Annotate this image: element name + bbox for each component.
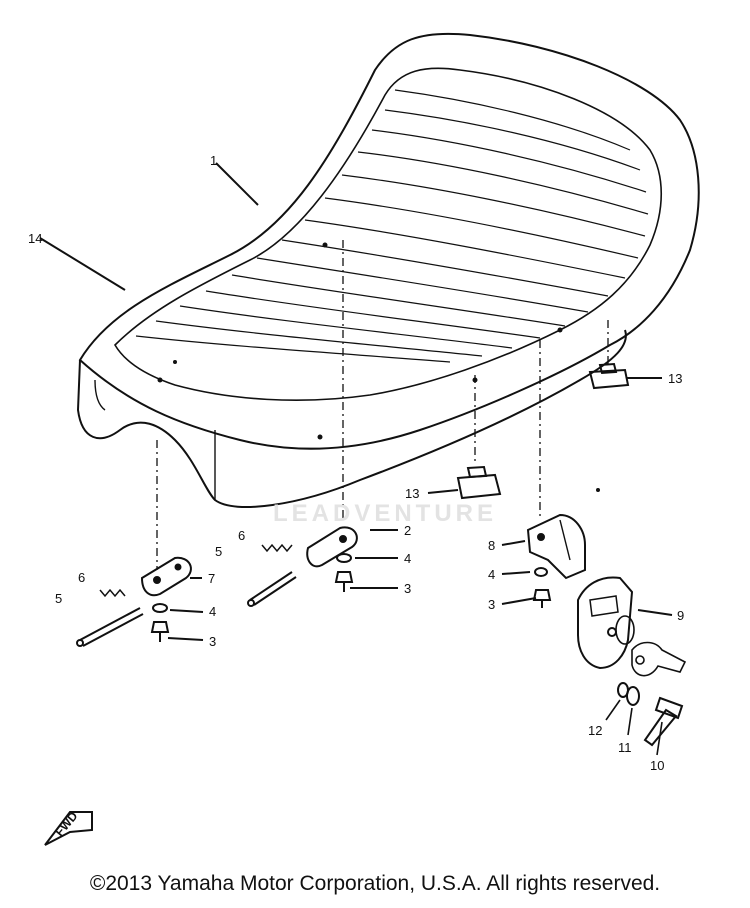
seat-bracket-left: [140, 556, 192, 597]
leader-lock-fasteners: [605, 699, 663, 756]
assembly-centerlines: [156, 240, 609, 570]
spring-center: [261, 543, 293, 553]
stray-dot: [596, 488, 600, 492]
seat-holes: [157, 242, 563, 440]
callout-5-left: 5: [55, 591, 62, 606]
washer-center: [336, 553, 352, 563]
callout-12: 12: [588, 723, 602, 738]
callout-7: 7: [208, 571, 215, 586]
leader-lines: [39, 162, 673, 641]
callout-5: 5: [215, 544, 222, 559]
callout-1: 1: [210, 153, 217, 168]
callout-3: 3: [404, 581, 411, 596]
seat-top-panel: [113, 67, 662, 401]
callout-2: 2: [404, 523, 411, 538]
callout-8: 8: [488, 538, 495, 553]
callout-4-left: 4: [209, 604, 216, 619]
bolt-center: [334, 571, 354, 592]
copyright-footer: ©2013 Yamaha Motor Corporation, U.S.A. A…: [89, 872, 661, 895]
seat-outline: [78, 32, 700, 450]
seat-lock: [577, 576, 634, 670]
bolt-left: [150, 621, 170, 642]
hinge-pin-center: [247, 571, 297, 607]
fwd-label: FWD: [52, 809, 81, 839]
callout-3-left: 3: [209, 634, 216, 649]
clip-13-center: [456, 465, 502, 500]
callout-14: 14: [28, 231, 42, 246]
callout-10: 10: [650, 758, 664, 773]
watermark: LEADVENTURE: [272, 500, 497, 527]
clip-13-right: [588, 362, 630, 390]
seat-bracket-center: [306, 526, 358, 568]
nut-12: [617, 682, 629, 698]
washer-right: [534, 567, 548, 577]
callout-4: 4: [404, 551, 411, 566]
fwd-arrow-icon: FWD: [44, 809, 93, 846]
hinge-bracket-right: [526, 513, 586, 580]
washer-left: [152, 603, 168, 613]
callout-11: 11: [618, 740, 632, 755]
callout-13-right: 13: [668, 371, 682, 386]
bolt-10: [643, 696, 684, 747]
seat-assembly: [76, 32, 700, 509]
callout-6-left: 6: [78, 570, 85, 585]
callout-labels: 1 14 2 4 3 6 7 5 6 5 4 3 13 13 8 4 3 9 1…: [28, 153, 684, 773]
seat-pleats: [135, 89, 649, 363]
key-set: [615, 615, 687, 677]
spring-left: [99, 588, 126, 598]
callout-4-right: 4: [488, 567, 495, 582]
callout-6: 6: [238, 528, 245, 543]
bolt-right: [532, 589, 552, 608]
hinge-pin-left: [76, 607, 144, 647]
washer-11: [626, 686, 640, 706]
callout-3-right: 3: [488, 597, 495, 612]
callout-9: 9: [677, 608, 684, 623]
seat-skirt: [76, 329, 627, 509]
callout-13-center: 13: [405, 486, 419, 501]
seat-exploded-view: 1 14 2 4 3 6 7 5 6 5 4 3 13 13 8 4 3 9 1…: [28, 32, 700, 846]
